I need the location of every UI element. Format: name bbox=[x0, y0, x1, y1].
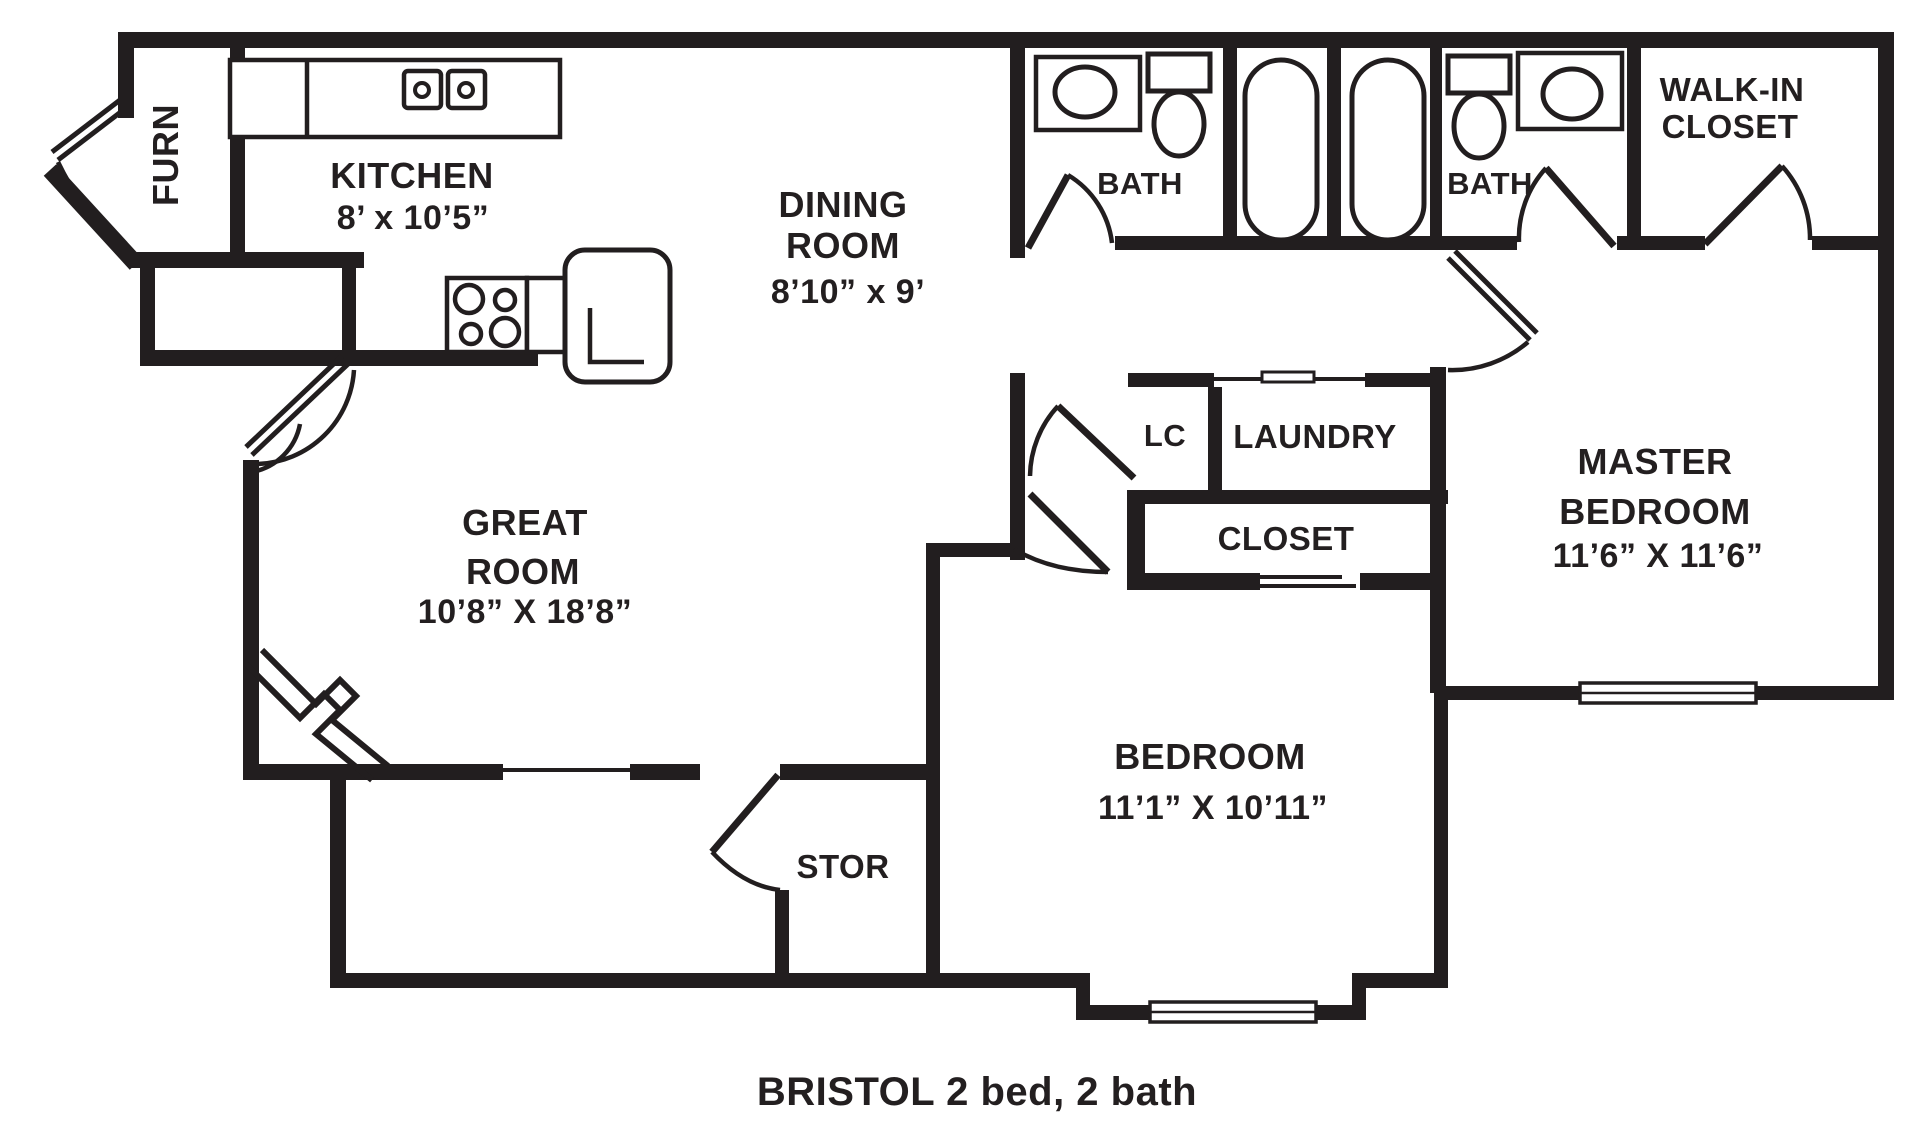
wall-top bbox=[118, 32, 1892, 48]
windows bbox=[1148, 681, 1758, 1024]
wall-great-bottom-2 bbox=[630, 764, 700, 780]
walkin-label-2: CLOSET bbox=[1662, 108, 1799, 145]
wall-great-bottom-1 bbox=[243, 764, 503, 780]
wall-bottom-1 bbox=[330, 973, 940, 988]
wall-closet2-top bbox=[1127, 490, 1448, 504]
wall-bottom-3 bbox=[1352, 973, 1448, 988]
bath1-label: BATH bbox=[1097, 166, 1183, 201]
wall-bay-bottom-1 bbox=[1076, 1005, 1150, 1020]
kitchen-counter-icon bbox=[227, 57, 563, 140]
kitchen-sink-icon bbox=[401, 68, 488, 111]
bath1-door-icon bbox=[1024, 173, 1115, 250]
closet-label: CLOSET bbox=[1218, 520, 1355, 557]
wall-master-bottom-2 bbox=[1756, 686, 1892, 700]
kitchen-dimensions: 8’ x 10’5” bbox=[337, 199, 489, 237]
room-labels: FURN KITCHEN 8’ x 10’5” DINING ROOM 8’10… bbox=[145, 71, 1804, 1114]
laundry-label: LAUNDRY bbox=[1233, 418, 1397, 455]
wall-bath-bottom-3 bbox=[1812, 236, 1892, 250]
walkin-label-1: WALK-IN bbox=[1660, 71, 1805, 108]
fireplace-icon bbox=[243, 647, 390, 783]
bedroom-door-icon bbox=[1012, 491, 1111, 575]
window-bedroom-icon bbox=[1148, 1000, 1318, 1024]
window-master-icon bbox=[1578, 681, 1758, 705]
bath1-sink-icon bbox=[1033, 54, 1143, 133]
wall-furn-bottom bbox=[128, 252, 364, 268]
wall-closet2-west bbox=[1127, 504, 1145, 590]
bath1-toilet-icon bbox=[1145, 51, 1213, 159]
entry-door-icon bbox=[50, 98, 128, 242]
dining-label-1: DINING bbox=[779, 184, 908, 225]
wall-bath-bottom-1 bbox=[1115, 236, 1517, 250]
wall-bedroom-east bbox=[1434, 686, 1448, 988]
master-door-icon bbox=[1446, 249, 1539, 373]
storage-door-icon bbox=[709, 772, 781, 893]
wall-master-bottom-1 bbox=[1434, 686, 1580, 700]
wall-bottom-2 bbox=[940, 973, 1090, 988]
wall-corridor-west bbox=[1010, 373, 1025, 560]
wall-tub2-bath2 bbox=[1430, 46, 1442, 250]
master-dimensions: 11’6” X 11’6” bbox=[1553, 537, 1764, 575]
opening-lines bbox=[503, 370, 1365, 772]
counter-right-icon bbox=[524, 275, 568, 355]
kitchen-label: KITCHEN bbox=[330, 155, 494, 196]
wall-closet-right bbox=[342, 262, 356, 360]
furnace-label: FURN bbox=[145, 104, 186, 206]
great-label-2: ROOM bbox=[466, 551, 580, 592]
bedroom-dimensions: 11’1” X 10’11” bbox=[1098, 789, 1328, 827]
wall-great-bottom-3 bbox=[780, 764, 926, 780]
refrigerator-icon bbox=[562, 247, 673, 385]
wall-bath2-walkin bbox=[1627, 46, 1641, 250]
stove-icon bbox=[444, 275, 530, 355]
lc-label: LC bbox=[1144, 418, 1186, 453]
wall-bedroom-west bbox=[926, 557, 940, 988]
bedroom-label: BEDROOM bbox=[1114, 736, 1306, 777]
wall-closet2-bottom-1 bbox=[1145, 573, 1260, 590]
wall-left-upper bbox=[118, 32, 134, 118]
wall-bath1-bath2 bbox=[1327, 46, 1341, 250]
vestibule-door-icon bbox=[244, 354, 357, 475]
bath2-door-icon bbox=[1516, 165, 1617, 249]
wall-closet-left bbox=[140, 268, 155, 364]
fixtures bbox=[227, 50, 1625, 783]
dining-dimensions: 8’10” x 9’ bbox=[771, 273, 925, 311]
great-dimensions: 10’8” X 18’8” bbox=[418, 593, 632, 631]
doors bbox=[50, 98, 1813, 893]
wall-closet2-bottom-2 bbox=[1360, 573, 1434, 590]
wall-lc-laundry bbox=[1208, 387, 1222, 490]
bifold-door-laundry-icon bbox=[1260, 370, 1316, 384]
wall-great-west bbox=[243, 460, 259, 780]
bath2-toilet-icon bbox=[1445, 53, 1513, 161]
wall-lower-west bbox=[330, 780, 346, 988]
walkin-door-icon bbox=[1702, 163, 1813, 247]
master-label-1: MASTER bbox=[1578, 441, 1733, 482]
wall-bath1-tub bbox=[1223, 46, 1237, 250]
wall-master-west bbox=[1430, 367, 1446, 693]
wall-laundry-top bbox=[1365, 373, 1442, 387]
storage-label: STOR bbox=[796, 848, 889, 885]
bath2-label: BATH bbox=[1447, 166, 1533, 201]
dining-label-2: ROOM bbox=[786, 225, 900, 266]
wall-bedroom-stub bbox=[926, 543, 1025, 557]
lc-door-icon bbox=[1027, 403, 1137, 481]
wall-dining-bath bbox=[1010, 46, 1025, 258]
wall-lc-top bbox=[1128, 373, 1214, 387]
wall-stor-west bbox=[775, 890, 789, 988]
bath1-tub-icon bbox=[1242, 57, 1320, 243]
wall-right bbox=[1878, 32, 1894, 700]
bath2-tub-icon bbox=[1349, 57, 1427, 243]
bath2-sink-icon bbox=[1515, 50, 1625, 132]
walls bbox=[118, 32, 1894, 1020]
plan-caption: BRISTOL 2 bed, 2 bath bbox=[757, 1070, 1197, 1114]
great-label-1: GREAT bbox=[462, 502, 588, 543]
master-label-2: BEDROOM bbox=[1559, 491, 1751, 532]
